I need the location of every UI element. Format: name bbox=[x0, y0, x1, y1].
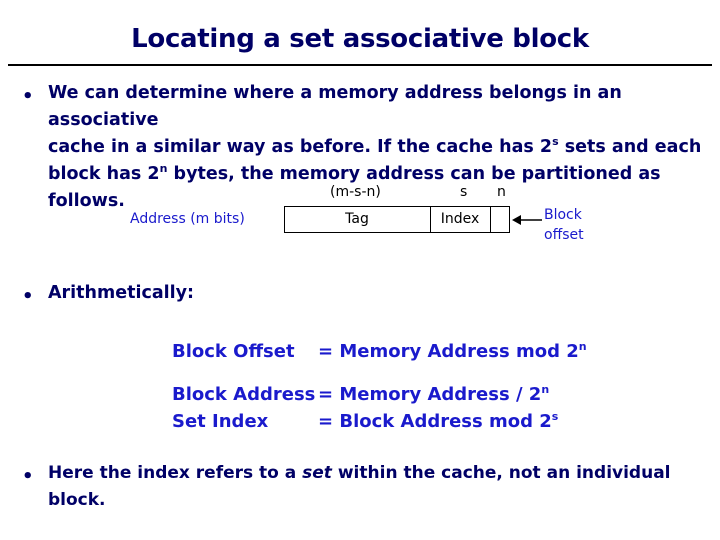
bullet-1-line-2: cache in a similar way as before. If the… bbox=[48, 135, 702, 157]
bullet-marker-3: • bbox=[22, 466, 34, 487]
bullet-marker-2: • bbox=[22, 286, 34, 307]
equation-1-lhs: Block Offset bbox=[172, 341, 295, 362]
bullet-2-text: Arithmetically: bbox=[48, 283, 195, 303]
tag-width-label: (m-s-n) bbox=[330, 184, 381, 200]
offset-width-label: n bbox=[497, 184, 506, 200]
bullet-1-paragraph: We can determine where a memory address … bbox=[48, 80, 712, 215]
index-field: Index bbox=[440, 211, 480, 227]
offset-arrow-icon bbox=[512, 215, 542, 225]
slide-title: Locating a set associative block bbox=[131, 24, 589, 54]
equation-1-rhs: = Memory Address mod 2n bbox=[318, 340, 587, 362]
equation-3-lhs: Set Index bbox=[172, 411, 269, 432]
equation-3-rhs: = Block Address mod 2s bbox=[318, 410, 559, 432]
block-offset-label: Block offset bbox=[544, 207, 584, 243]
address-field-box bbox=[284, 206, 510, 233]
bullet-marker-1: • bbox=[22, 86, 34, 107]
index-offset-divider bbox=[490, 206, 491, 233]
bullet-1-line-3: block has 2n bytes, the memory address c… bbox=[48, 162, 661, 211]
bullet-3-text: Here the index refers to a set within th… bbox=[48, 463, 671, 510]
tag-index-divider bbox=[430, 206, 431, 233]
equation-2-lhs: Block Address bbox=[172, 384, 316, 405]
bullet-1-line-1: We can determine where a memory address … bbox=[48, 83, 622, 130]
address-label: Address (m bits) bbox=[130, 211, 245, 227]
index-width-label: s bbox=[460, 184, 468, 200]
title-divider bbox=[8, 64, 712, 66]
block-offset-field bbox=[490, 206, 510, 233]
equation-2-rhs: = Memory Address / 2n bbox=[318, 383, 550, 405]
tag-field: Tag bbox=[345, 211, 369, 227]
